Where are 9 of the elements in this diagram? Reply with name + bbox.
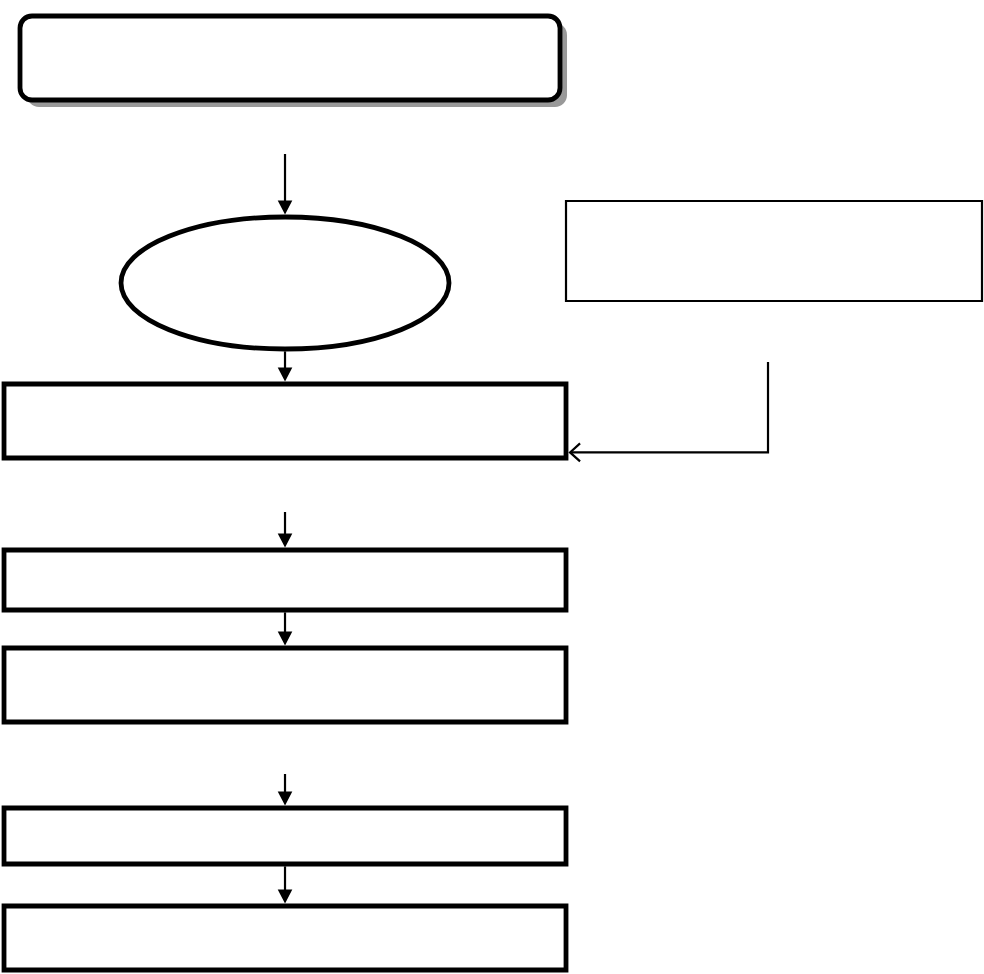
process-box xyxy=(1,903,569,973)
process-box xyxy=(1,805,569,867)
ellipse xyxy=(118,214,452,352)
process-box xyxy=(1,381,569,461)
process-box xyxy=(1,547,569,613)
rounded-box xyxy=(17,13,567,107)
process-box xyxy=(564,199,984,303)
process-box xyxy=(1,645,569,725)
elbow-arrow xyxy=(568,362,770,463)
